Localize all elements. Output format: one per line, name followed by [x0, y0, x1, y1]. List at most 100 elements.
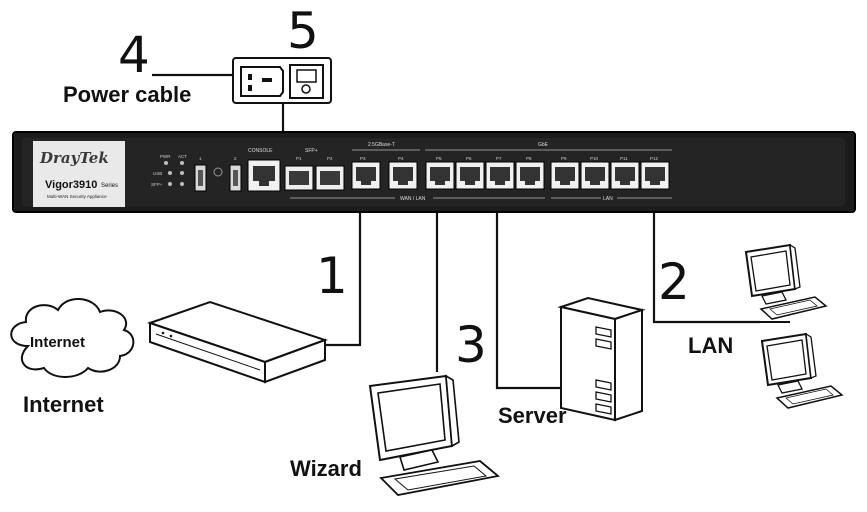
usb-ports: 1 2 — [194, 156, 242, 192]
callout-number-2: 2 — [658, 253, 690, 311]
led-label-usb: USB — [153, 171, 162, 176]
modem-side — [264, 338, 326, 384]
rj45-port-p10 — [580, 161, 610, 190]
port-label-p12: P12 — [650, 156, 659, 161]
connection-wires — [152, 73, 760, 390]
lan-pc-bottom-side — [805, 332, 817, 379]
lan-pc-top-side — [789, 243, 801, 290]
led-pwr — [164, 161, 168, 165]
rj45-port-p12 — [640, 161, 670, 190]
modem-stripe — [155, 333, 261, 371]
ac-inlet-pin-1 — [248, 74, 252, 80]
rj45-port-p8 — [515, 161, 545, 190]
port-label-p1: P1 — [296, 156, 302, 161]
router-front-panel: DrayTek Vigor3910 Series Multi-WAN Secur… — [12, 131, 856, 213]
rj45-port-p4 — [388, 161, 418, 190]
ac-inlet-pin-ground — [262, 78, 272, 82]
internet-cloud: Internet — [10, 298, 135, 378]
led-sfp-2 — [180, 182, 184, 186]
modem-led-2 — [169, 334, 173, 338]
callout-number-3: 3 — [455, 316, 487, 374]
usb-port-1-slot — [198, 170, 203, 186]
modem-device — [146, 300, 329, 384]
callout-number-5: 5 — [287, 2, 319, 60]
router-brand-plate — [33, 141, 125, 207]
server-bay-1 — [595, 326, 612, 338]
server-label: Server — [498, 403, 567, 428]
wizard-monitor-stand — [398, 449, 440, 471]
callout-number-1: 1 — [316, 247, 348, 305]
rj45-port-p9 — [550, 161, 580, 190]
port-label-p5: P5 — [436, 156, 442, 161]
server-bay-4 — [595, 391, 612, 403]
lan-pc-bottom-stand — [777, 380, 803, 394]
router-model-name: Vigor3910 — [45, 179, 97, 191]
led-sfp-1 — [168, 182, 172, 186]
reset-button — [213, 167, 223, 177]
lan-zone-bg — [601, 194, 617, 202]
usb-port-2-slot — [233, 170, 238, 186]
console-label: CONSOLE — [248, 148, 273, 154]
port-label-p4: P4 — [398, 156, 404, 161]
lan-pc-top-keys — [769, 299, 818, 316]
lan-pc-top — [744, 243, 828, 320]
router-model-series: Series — [101, 183, 118, 189]
server-bay-5 — [595, 403, 612, 415]
port-label-p2: P2 — [327, 156, 333, 161]
lan-zone-label: LAN — [603, 196, 613, 202]
port-label-p8: P8 — [526, 156, 532, 161]
rj45-port-p3 — [351, 161, 381, 190]
lan-label: LAN — [688, 333, 733, 358]
led-usb-2 — [180, 171, 184, 175]
console-port-jack — [253, 166, 275, 186]
wan-lan-zone-label: WAN / LAN — [400, 196, 426, 202]
server-side — [614, 308, 643, 422]
usb-port-2-label: 2 — [234, 156, 237, 161]
rj45-port-p11 — [610, 161, 640, 190]
wizard-monitor-side — [445, 374, 460, 448]
wan-lan-zone-bg — [395, 194, 433, 202]
router-tagline: Multi-WAN Security Appliance — [47, 194, 107, 199]
cloud-label: Internet — [30, 334, 85, 351]
rj45-port-p7 — [485, 161, 515, 190]
port-label-p11: P11 — [620, 156, 628, 161]
rj45-port-p6 — [455, 161, 485, 190]
wizard-pc — [368, 374, 501, 496]
power-switch-rocker — [296, 69, 317, 83]
server-tower — [557, 296, 646, 422]
port-label-p7: P7 — [496, 156, 502, 161]
lan-wire — [652, 212, 760, 324]
port-label-p3: P3 — [360, 156, 366, 161]
wizard-label: Wizard — [290, 456, 362, 481]
usb-port-1-label: 1 — [199, 156, 202, 161]
led-label-act: ACT — [178, 154, 187, 159]
internet-label: Internet — [23, 392, 104, 417]
lan-pc-bottom-screen — [766, 339, 807, 381]
router-brand-logo: DrayTek — [39, 149, 109, 167]
ac-inlet-pin-2 — [248, 85, 252, 91]
port-label-p6: P6 — [466, 156, 472, 161]
rj45-port-p5 — [425, 161, 455, 190]
cloud-shape — [10, 298, 135, 378]
power-cable-label: Power cable — [63, 82, 191, 107]
speed-group-label: 2.5GBase-T — [368, 142, 395, 148]
sfp-port-p1-cage — [289, 171, 309, 185]
led-label-pwr: PWR — [160, 154, 171, 159]
led-label-sfp: SFP+ — [151, 182, 163, 187]
port-label-p10: P10 — [590, 156, 599, 161]
callout-number-4: 4 — [118, 26, 150, 84]
modem-led-1 — [161, 331, 165, 335]
sfp-group-label: SFP+ — [305, 148, 318, 154]
led-usb-1 — [168, 171, 172, 175]
server-wire — [495, 212, 563, 390]
lan-pc-top-stand — [761, 291, 787, 305]
server-front — [560, 305, 616, 422]
power-socket-and-switch — [232, 57, 332, 104]
wizard-keyboard-keys — [393, 465, 488, 491]
wan-wire-to-modem — [318, 212, 362, 347]
port-label-p9: P9 — [561, 156, 567, 161]
server-bay-3 — [595, 379, 612, 391]
power-switch-indicator — [301, 84, 311, 94]
lan-pc-bottom-keys — [785, 388, 834, 405]
